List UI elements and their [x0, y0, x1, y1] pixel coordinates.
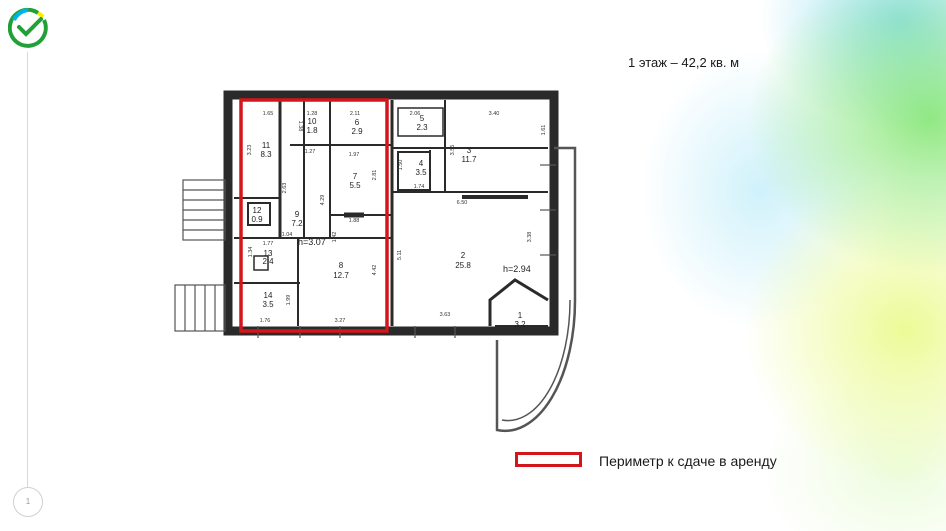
- room-10-number: 10: [308, 117, 317, 126]
- room-9-area: 7.2: [291, 219, 303, 228]
- dim-label: 1.42: [332, 232, 338, 243]
- legend-label: Периметр к сдаче в аренду: [599, 453, 777, 469]
- dim-label: 1.34: [248, 247, 254, 258]
- dim-label: 2.06: [410, 111, 421, 117]
- dim-label: 1.28: [307, 111, 318, 117]
- dim-label: 1.99: [286, 295, 292, 306]
- legend-swatch: [515, 452, 582, 467]
- dim-label: 1.61: [541, 125, 547, 136]
- dim-label: 3.38: [527, 232, 533, 243]
- sber-logo-icon: [8, 8, 48, 48]
- dim-label: 1.88: [349, 218, 360, 224]
- dim-label: 3.40: [489, 111, 500, 117]
- timeline-rail: [27, 52, 28, 487]
- room-12-number: 12: [253, 206, 262, 215]
- room-8-area: 12.7: [333, 271, 349, 280]
- dim-label: 1.74: [414, 184, 425, 190]
- room-13-area: 2.4: [262, 257, 274, 266]
- room-14-area: 3.5: [262, 300, 274, 309]
- room-13-number: 13: [264, 249, 273, 258]
- ceiling-height-left: h=3.07: [298, 237, 326, 247]
- dim-label: 4.42: [372, 265, 378, 276]
- dim-label: 6.50: [457, 200, 468, 206]
- room-11-number: 11: [262, 141, 271, 150]
- dim-label: 5.11: [397, 250, 403, 260]
- ceiling-height-right: h=2.94: [503, 264, 531, 274]
- room-3-number: 3: [467, 146, 472, 155]
- dim-label: 1.04: [282, 232, 293, 238]
- room-4-number: 4: [419, 159, 424, 168]
- room-4-area: 3.5: [415, 168, 427, 177]
- dim-label: 4.29: [320, 195, 326, 206]
- room-10-area: 1.8: [306, 126, 318, 135]
- room-1-area: 3.2: [514, 320, 526, 329]
- dim-label: 2.81: [372, 170, 378, 181]
- room-2-number: 2: [461, 251, 466, 260]
- room-7-number: 7: [353, 172, 358, 181]
- room-8-number: 8: [339, 261, 344, 270]
- dim-label: 1.27: [305, 149, 316, 155]
- dim-label: 2.11: [350, 111, 360, 117]
- dim-label: 1.50: [398, 160, 404, 171]
- room-1-number: 1: [518, 311, 523, 320]
- room-6-area: 2.9: [351, 127, 363, 136]
- dim-label: 1.97: [349, 152, 360, 158]
- page-number: 1: [13, 487, 43, 517]
- room-2-area: 25.8: [455, 261, 471, 270]
- dim-label: 1.38: [297, 121, 303, 132]
- room-6-number: 6: [355, 118, 360, 127]
- rental-perimeter: [239, 98, 389, 333]
- dim-label: 1.65: [263, 111, 274, 117]
- room-14-number: 14: [264, 291, 273, 300]
- floor-title: 1 этаж – 42,2 кв. м: [628, 55, 740, 70]
- room-12-area: 0.9: [251, 215, 263, 224]
- dim-label: 3.27: [335, 318, 346, 324]
- dim-label: 1.77: [263, 241, 274, 247]
- dim-label: 2.63: [282, 183, 288, 194]
- dim-label: 3.63: [440, 312, 451, 318]
- room-5-number: 5: [420, 114, 425, 123]
- room-5-area: 2.3: [416, 123, 428, 132]
- room-7-area: 5.5: [349, 181, 361, 190]
- dim-label: 3.55: [450, 145, 456, 156]
- room-3-area: 11.7: [462, 155, 478, 164]
- room-9-number: 9: [295, 210, 300, 219]
- room-11-area: 8.3: [260, 150, 272, 159]
- dim-label: 3.23: [247, 145, 253, 156]
- dim-label: 1.76: [260, 318, 271, 324]
